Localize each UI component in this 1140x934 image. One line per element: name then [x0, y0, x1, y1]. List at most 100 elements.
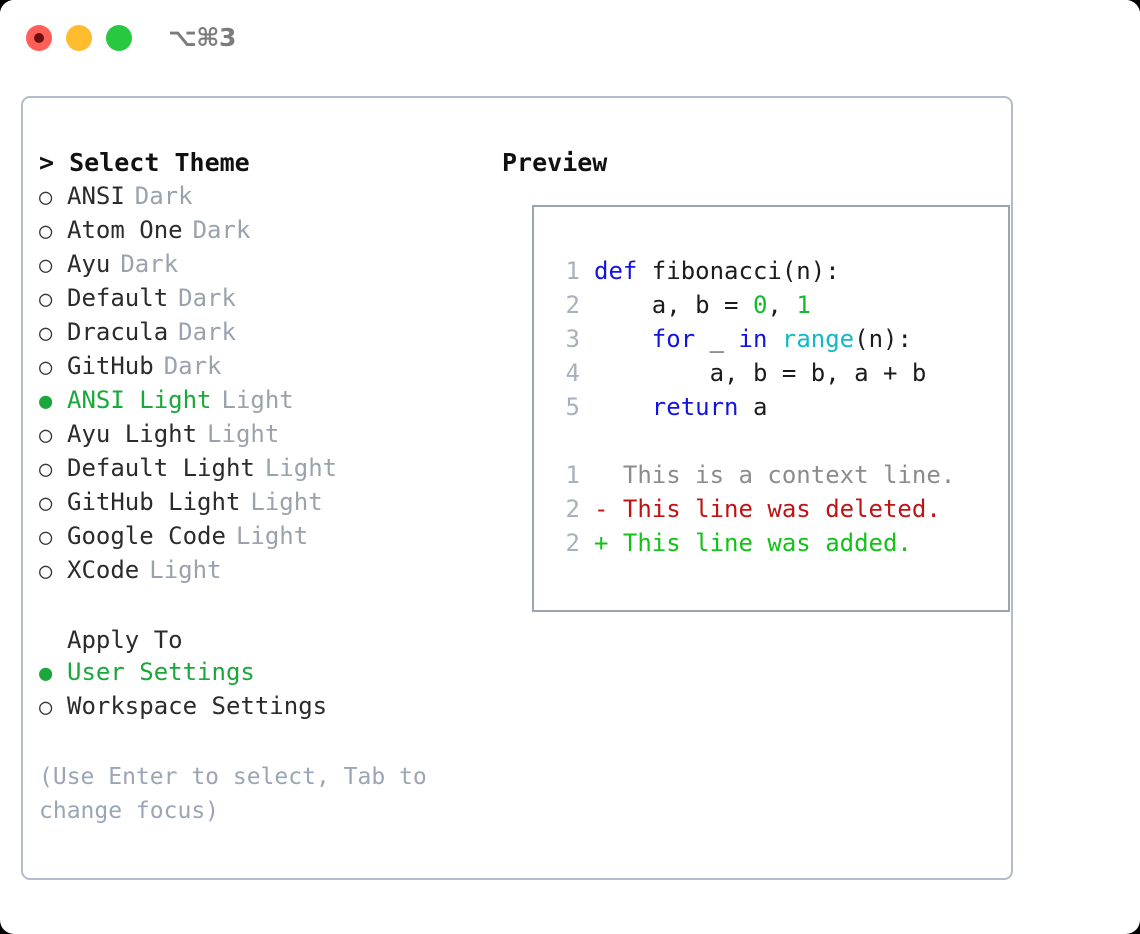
code-token-kw: for [651, 325, 696, 353]
theme-variant-label: Dark [163, 352, 222, 380]
diff-line-number: 2 [565, 529, 580, 557]
code-line-text: def fibonacci(n): [594, 254, 840, 288]
theme-variant-label: Light [264, 454, 338, 482]
theme-item-github[interactable]: ○ GitHub Dark [39, 351, 489, 385]
preview-heading: Preview [502, 148, 608, 177]
code-token-plain [594, 325, 652, 353]
code-line: 1 def fibonacci(n): [550, 254, 955, 288]
code-line-number: 5 [565, 393, 580, 421]
code-line-number: 2 [565, 291, 580, 319]
theme-variant-label: Dark [178, 284, 236, 312]
close-button[interactable] [26, 25, 52, 51]
theme-name-label: Atom One [67, 216, 183, 244]
window-titlebar: ⌥⌘3 [0, 0, 1140, 78]
radio-unselected-icon: ○ [39, 185, 53, 210]
code-token-plain: a [738, 393, 768, 421]
code-token-fn: range [781, 325, 855, 353]
code-diff-separator [550, 424, 955, 458]
keyboard-shortcut-label: ⌥⌘3 [168, 23, 236, 52]
code-line: 4 a, b = b, a + b [550, 356, 955, 390]
code-token-plain: fibonacci(n): [651, 257, 840, 285]
code-line-number: 1 [565, 257, 580, 285]
code-token-kw: in [738, 325, 768, 353]
diff-line-number: 1 [565, 461, 580, 489]
code-line-number: 3 [565, 325, 580, 353]
theme-variant-label: Dark [120, 250, 179, 278]
theme-name-label: Dracula [67, 318, 169, 346]
theme-name-label: Ayu [67, 250, 111, 278]
radio-unselected-icon: ○ [39, 525, 53, 550]
theme-variant-label: Light [149, 556, 222, 584]
code-token-kw: return [651, 393, 739, 421]
theme-variant-label: Dark [134, 182, 193, 210]
radio-unselected-icon: ○ [39, 355, 53, 380]
theme-variant-label: Light [235, 522, 309, 550]
theme-item-dracula[interactable]: ○ Dracula Dark [39, 317, 489, 351]
maximize-button[interactable] [106, 25, 132, 51]
code-token-plain: a, b = b, a + b [594, 359, 927, 387]
minimize-button[interactable] [66, 25, 92, 51]
theme-item-atom-one[interactable]: ○ Atom One Dark [39, 215, 489, 249]
code-token-plain: a, b = [594, 291, 753, 319]
apply-to-block: Apply To ●User Settings○Workspace Settin… [39, 623, 489, 725]
radio-unselected-icon: ○ [39, 253, 53, 278]
code-token-plain: _ [695, 325, 739, 353]
diff-line-del: 2- This line was deleted. [550, 492, 955, 526]
radio-selected-icon: ● [39, 661, 53, 686]
theme-item-xcode[interactable]: ○ XCode Light [39, 555, 489, 589]
window-controls [26, 25, 132, 51]
radio-unselected-icon: ○ [39, 423, 53, 448]
code-token-num: 0 [752, 291, 768, 319]
theme-name-label: GitHub [67, 352, 154, 380]
theme-variant-label: Dark [178, 318, 236, 346]
code-line: 5 return a [550, 390, 955, 424]
code-line-text: a, b = b, a + b [594, 356, 927, 390]
theme-item-ayu-light[interactable]: ○ Ayu Light Light [39, 419, 489, 453]
code-token-plain: (n): [854, 325, 912, 353]
code-token-num: 1 [796, 291, 811, 319]
diff-line-ctx: 1 This is a context line. [550, 458, 956, 492]
theme-variant-label: Light [207, 420, 280, 448]
diff-line-text: - This line was deleted. [594, 495, 941, 523]
theme-name-label: GitHub Light [67, 488, 241, 516]
theme-item-ayu[interactable]: ○ Ayu Dark [39, 249, 489, 283]
radio-unselected-icon: ○ [39, 219, 53, 244]
code-token-kw: def [594, 257, 652, 285]
code-line-text: a, b = 0, 1 [594, 288, 811, 322]
radio-unselected-icon: ○ [39, 321, 53, 346]
diff-line-text: This is a context line. [594, 461, 956, 489]
code-line: 3 for _ in range(n): [550, 322, 955, 356]
apply-to-option-workspace-settings[interactable]: ○ Workspace Settings [39, 691, 489, 725]
theme-name-label: Ayu Light [67, 420, 198, 448]
radio-selected-icon: ● [39, 389, 53, 414]
theme-name-label: Google Code [67, 522, 226, 550]
radio-unselected-icon: ○ [39, 695, 53, 720]
radio-unselected-icon: ○ [39, 559, 53, 584]
code-token-plain: , [767, 291, 797, 319]
apply-to-option-label: User Settings [67, 658, 255, 686]
diff-line-add: 2+ This line was added. [550, 526, 955, 560]
theme-variant-label: Light [221, 386, 294, 414]
theme-name-label: XCode [67, 556, 140, 584]
keyboard-hint-text: (Use Enter to select, Tab to change focu… [39, 764, 427, 824]
code-token-plain [594, 393, 652, 421]
theme-variant-label: Dark [192, 216, 251, 244]
radio-unselected-icon: ○ [39, 457, 53, 482]
apply-to-option-user-settings[interactable]: ● User Settings [39, 657, 489, 691]
code-line: 2 a, b = 0, 1 [550, 288, 955, 322]
theme-item-google-code[interactable]: ○ Google Code Light [39, 521, 489, 555]
select-theme-heading: > Select Theme [39, 148, 250, 177]
apply-to-option-label: Workspace Settings [67, 692, 328, 720]
code-token-plain [767, 325, 781, 353]
